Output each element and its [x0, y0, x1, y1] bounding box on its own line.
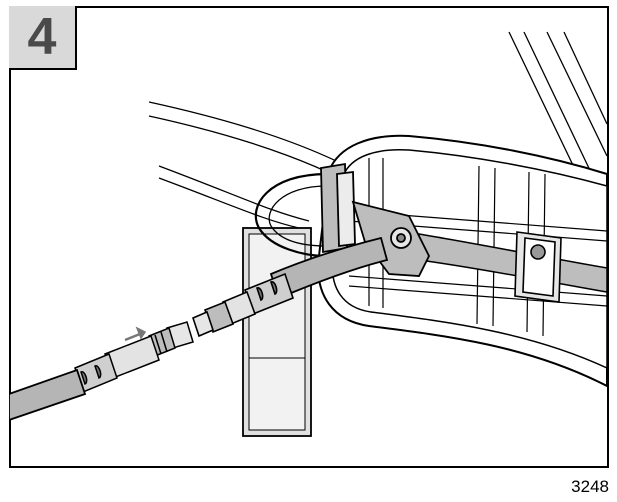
hose-lower	[9, 368, 87, 421]
coupler-male	[74, 321, 194, 393]
illustration-frame	[9, 6, 609, 468]
retaining-strap	[351, 200, 431, 277]
figure-id: 3248	[571, 477, 609, 496]
step-number-badge: 4	[9, 6, 77, 70]
hose-upper	[269, 236, 389, 300]
step-number: 4	[27, 8, 57, 66]
d-ring	[254, 172, 328, 258]
strap-buckle	[514, 231, 562, 303]
coupler-female	[192, 272, 294, 338]
insert-direction-arrow-icon	[124, 326, 147, 342]
hose-connection-illustration	[9, 6, 609, 468]
d-ring-clamp	[320, 162, 356, 254]
mounting-bracket	[242, 227, 312, 437]
